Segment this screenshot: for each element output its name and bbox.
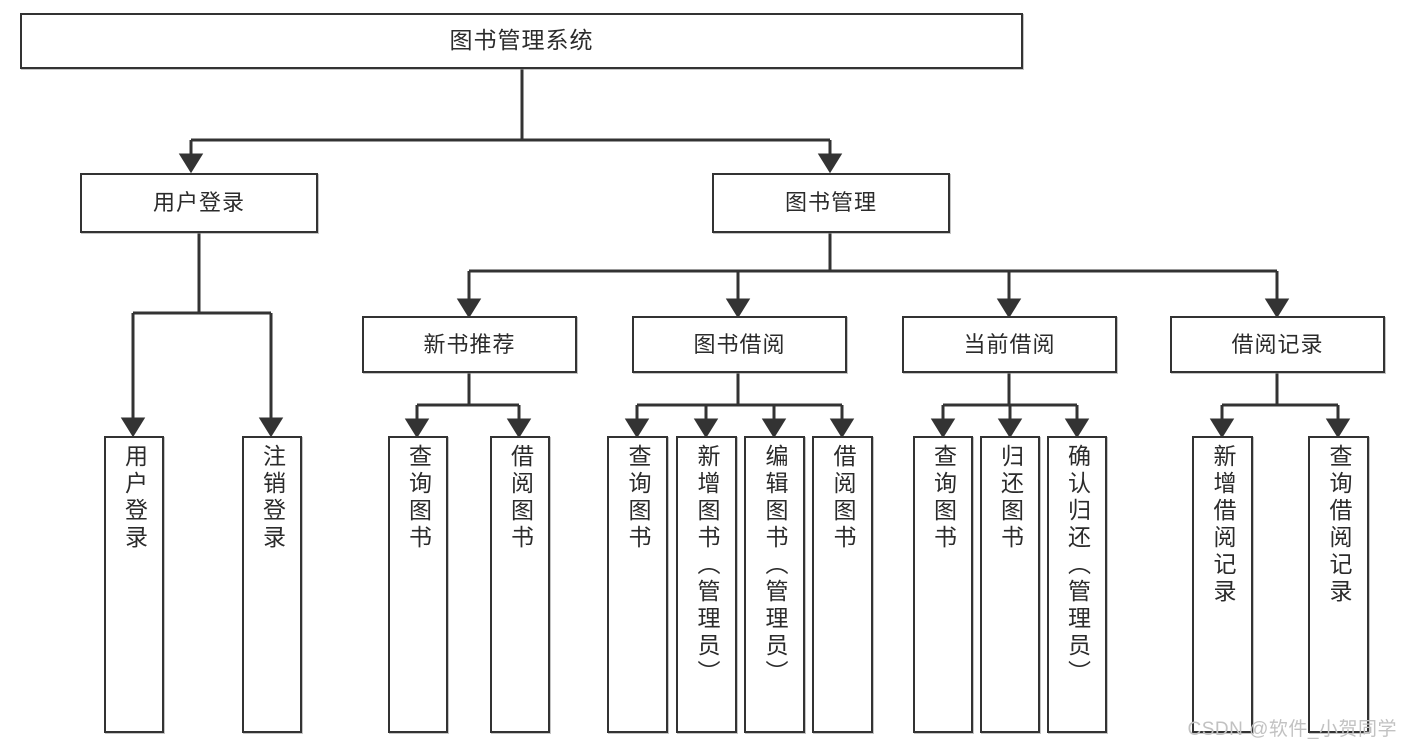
node-leaf-add-book[interactable]: 新增图书（管理员） [676,436,737,733]
node-book-manage-label: 图书管理 [784,190,877,216]
node-book-borrow[interactable]: 图书借阅 [632,316,847,373]
node-leaf-query-book-2[interactable]: 查询图书 [607,436,668,733]
node-leaf-query-record[interactable]: 查询借阅记录 [1308,436,1369,733]
csdn-watermark: CSDN @软件_小贺同学 [1187,719,1397,740]
node-leaf-logout-login[interactable]: 注销登录 [242,436,302,733]
node-leaf-borrow-book-1[interactable]: 借阅图书 [490,436,550,733]
node-root-label: 图书管理系统 [449,27,594,54]
node-current-borrow[interactable]: 当前借阅 [902,316,1117,373]
node-leaf-borrow-book-2-label: 借阅图书 [830,444,856,552]
node-book-borrow-label: 图书借阅 [693,331,786,357]
node-leaf-add-book-label: 新增图书（管理员） [694,444,720,687]
node-leaf-borrow-book-2[interactable]: 借阅图书 [812,436,873,733]
node-leaf-query-book-3-label: 查询图书 [930,444,957,552]
node-leaf-logout-login-label: 注销登录 [259,444,286,552]
node-user-login-label: 用户登录 [152,190,245,216]
node-leaf-add-record[interactable]: 新增借阅记录 [1192,436,1253,733]
node-new-book-recommend[interactable]: 新书推荐 [362,316,577,373]
node-leaf-edit-book-label: 编辑图书（管理员） [762,444,788,687]
node-leaf-query-book-1-label: 查询图书 [405,444,432,552]
node-book-manage[interactable]: 图书管理 [712,173,950,233]
node-leaf-query-book-3[interactable]: 查询图书 [913,436,973,733]
node-leaf-query-book-2-label: 查询图书 [625,444,651,552]
node-leaf-query-record-label: 查询借阅记录 [1326,444,1352,606]
node-user-login[interactable]: 用户登录 [80,173,318,233]
node-leaf-confirm-return-label: 确认归还（管理员） [1064,444,1091,687]
node-root-book-management-system[interactable]: 图书管理系统 [20,13,1023,69]
node-leaf-confirm-return[interactable]: 确认归还（管理员） [1047,436,1107,733]
node-current-borrow-label: 当前借阅 [963,331,1056,357]
node-new-book-recommend-label: 新书推荐 [423,331,516,357]
node-leaf-user-login-label: 用户登录 [121,444,148,552]
node-borrow-record-label: 借阅记录 [1231,331,1324,357]
node-leaf-borrow-book-1-label: 借阅图书 [507,444,534,552]
node-leaf-return-book[interactable]: 归还图书 [980,436,1040,733]
node-leaf-query-book-1[interactable]: 查询图书 [388,436,448,733]
node-leaf-user-login[interactable]: 用户登录 [104,436,164,733]
node-leaf-edit-book[interactable]: 编辑图书（管理员） [744,436,805,733]
node-borrow-record[interactable]: 借阅记录 [1170,316,1385,373]
node-leaf-return-book-label: 归还图书 [997,444,1024,552]
node-leaf-add-record-label: 新增借阅记录 [1210,444,1236,606]
